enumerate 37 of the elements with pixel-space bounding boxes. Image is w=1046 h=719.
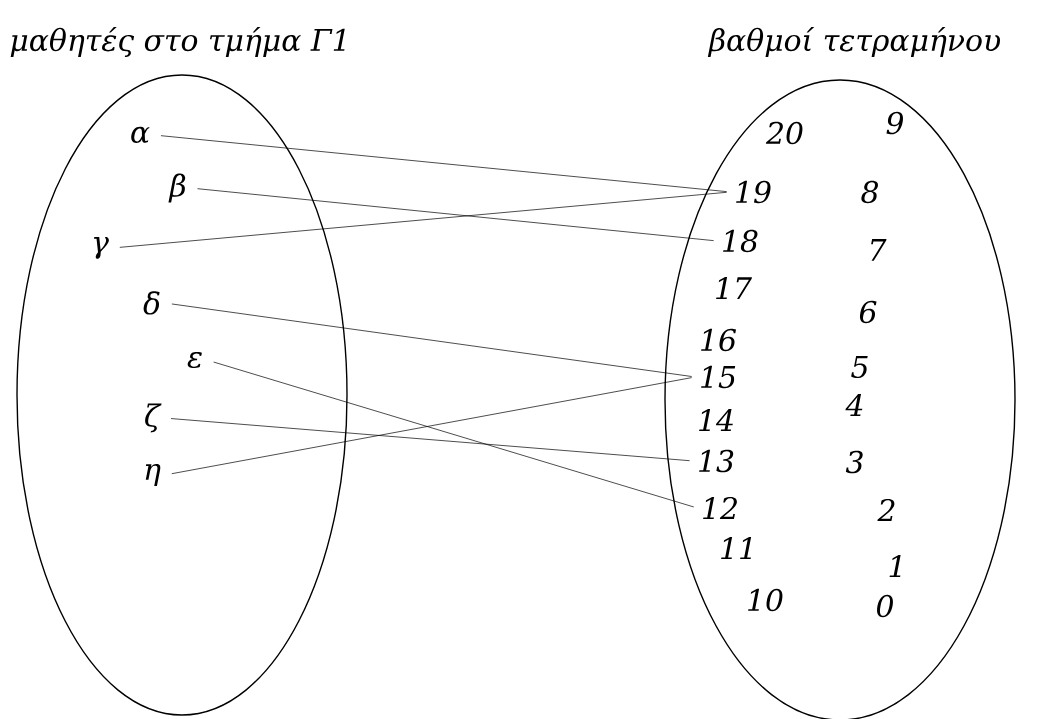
grade-number: 16: [701, 328, 736, 352]
connector-line: [197, 188, 714, 241]
element-letter: γ: [93, 237, 109, 259]
grade-number: 12: [703, 496, 737, 520]
grade-number: 18: [723, 229, 758, 253]
connector-line: [119, 191, 727, 248]
grade-number: 20: [765, 121, 803, 145]
grade-number: 15: [701, 365, 736, 389]
element-letter: ε: [187, 351, 202, 369]
grade-number: 8: [861, 180, 878, 204]
grade-number: 6: [859, 300, 877, 324]
element-letter: ζ: [145, 403, 162, 433]
grade-number: 1: [889, 554, 901, 578]
connector-line: [160, 135, 727, 192]
grade-number: 10: [748, 588, 783, 612]
grade-number: 2: [877, 498, 895, 522]
grade-number: 7: [871, 239, 887, 261]
grade-number: 14: [699, 408, 733, 432]
grade-number: 19: [736, 180, 771, 204]
connector-line: [171, 377, 692, 475]
grade-number: 11: [721, 536, 752, 560]
element-letter: δ: [143, 291, 160, 315]
set-heading: μαθητές στο τμήμα Γ1: [10, 26, 345, 58]
element-letter: β: [168, 173, 186, 203]
set-heading: βαθμοί τετραμήνου: [707, 26, 1000, 58]
grade-number: 17: [716, 276, 752, 300]
grade-number: 13: [699, 449, 734, 473]
element-letter: η: [145, 463, 161, 487]
connector-line: [171, 303, 692, 377]
grade-number: 4: [845, 393, 863, 417]
grade-number: 9: [886, 111, 903, 135]
connector-line: [213, 361, 695, 508]
element-letter: α: [131, 126, 150, 144]
grade-number: 3: [845, 450, 863, 474]
grade-number: 0: [877, 594, 893, 618]
connector-line: [170, 418, 690, 462]
grade-number: 5: [851, 355, 868, 379]
